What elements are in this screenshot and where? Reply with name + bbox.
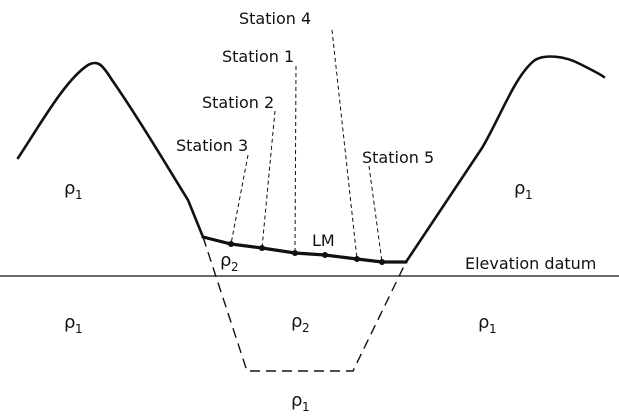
density-label-lower-right: ρ 1 [478,312,497,336]
lm-label: LM [312,231,335,250]
station-3-leader [230,154,249,245]
density-label-valley-surface: ρ 2 [220,250,239,274]
density-label-basin: ρ 2 [291,311,310,335]
svg-text:ρ: ρ [64,312,75,333]
station-3-marker [228,241,234,247]
density-label-lower-left: ρ 1 [64,312,83,336]
svg-text:ρ: ρ [291,311,302,332]
svg-text:ρ: ρ [514,178,525,199]
svg-text:1: 1 [489,322,497,336]
station-5-label: Station 5 [362,148,434,167]
station-4-label: Station 4 [239,9,311,28]
density-label-below-basin: ρ 1 [291,390,310,414]
station-1-label: Station 1 [222,47,294,66]
lm-marker [322,252,328,258]
svg-text:1: 1 [75,322,83,336]
elevation-datum-label: Elevation datum [465,254,596,273]
station-5-leader [368,165,383,263]
station-5-marker [379,259,385,265]
station-4-leader [331,29,358,260]
svg-text:1: 1 [302,400,310,414]
station-4-marker [354,256,360,262]
svg-text:ρ: ρ [220,250,231,271]
station-2-leader [261,110,276,249]
station-2-marker [259,245,265,251]
svg-text:ρ: ρ [291,390,302,411]
station-2-label: Station 2 [202,93,274,112]
station-3-label: Station 3 [176,136,248,155]
svg-text:ρ: ρ [64,178,75,199]
density-label-left-hill: ρ 1 [64,178,83,202]
svg-text:2: 2 [302,321,310,335]
valley-floor-profile [201,235,408,264]
svg-text:ρ: ρ [478,312,489,333]
station-1-marker [292,250,298,256]
svg-text:2: 2 [231,260,239,274]
station-1-leader [294,65,297,254]
svg-text:1: 1 [525,188,533,202]
right-hill-profile [404,55,606,264]
sediment-basin-outline [202,236,407,372]
svg-text:1: 1 [75,188,83,202]
left-hill-profile [16,61,205,239]
density-label-right-hill: ρ 1 [514,178,533,202]
